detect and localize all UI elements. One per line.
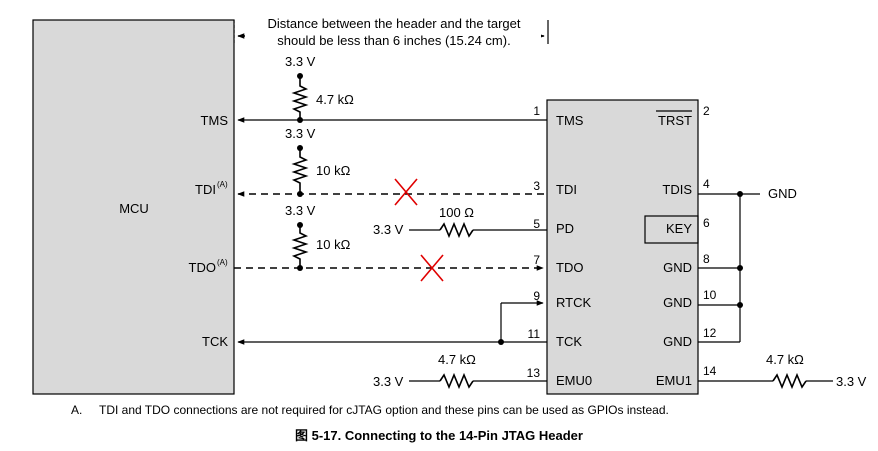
pd-resistor: 3.3 V 100 Ω [373,205,547,239]
header-pin-name-gnd-8: GND [663,260,692,275]
pin-number-11: 11 [528,327,541,341]
emu0-resistor-value: 4.7 kΩ [438,352,476,367]
pd-supply: 3.3 V [373,222,404,237]
figure-caption: 图 5-17. Connecting to the 14-Pin JTAG He… [295,428,583,443]
pin-number-3: 3 [533,179,540,193]
pullup-tms-supply: 3.3 V [285,54,316,69]
pullup-tdi-value: 10 kΩ [316,163,351,178]
mcu-pin-tdi-footnote: (A) [217,180,228,189]
emu1-resistor: 3.3 V 4.7 kΩ [698,352,867,390]
tck-signal-line [237,300,547,345]
mcu-pin-tdo-footnote: (A) [217,258,228,267]
pin-number-1: 1 [533,104,540,118]
header-pin-name-key: KEY [666,221,692,236]
header-pin-numbers: 1 3 5 7 9 11 13 2 4 6 8 10 12 14 [527,104,717,380]
pin-number-7: 7 [533,253,540,267]
pin-number-4: 4 [703,177,710,191]
header-pin-name-rtck: RTCK [556,295,591,310]
tdo-signal-line [234,254,544,282]
pin-number-9: 9 [533,289,540,303]
emu1-supply: 3.3 V [836,374,867,389]
header-pin-name-trst: TRST [658,113,692,128]
pullup-tms-value: 4.7 kΩ [316,92,354,107]
emu0-resistor: 3.3 V 4.7 kΩ [373,352,547,390]
header-pin-name-tms: TMS [556,113,584,128]
pin-number-6: 6 [703,216,710,230]
pin-number-8: 8 [703,252,710,266]
footnote-marker: A. [71,403,82,417]
header-pin-name-tdi: TDI [556,182,577,197]
header-pin-name-tdo: TDO [556,260,583,275]
mcu-pin-tck: TCK [202,334,228,349]
pullup-resistor-tms: 3.3 V 4.7 kΩ [285,54,354,123]
distance-note-line2: should be less than 6 inches (15.24 cm). [277,33,510,48]
gnd-label: GND [768,186,797,201]
pullup-tdo-value: 10 kΩ [316,237,351,252]
header-pin-name-emu1: EMU1 [656,373,692,388]
mcu-pin-tdo: TDO [189,260,216,275]
distance-annotation: Distance between the header and the targ… [233,14,549,51]
mcu-pin-tms: TMS [201,113,229,128]
pullup-resistor-tdi: 3.3 V 10 kΩ [285,126,351,197]
header-pin-name-pd: PD [556,221,574,236]
gnd-bus: GND [698,186,797,343]
header-pin-name-gnd-10: GND [663,295,692,310]
emu1-resistor-value: 4.7 kΩ [766,352,804,367]
pin-number-5: 5 [533,217,540,231]
header-pin-name-tck: TCK [556,334,582,349]
key-pin-outline [644,215,699,244]
pin-number-10: 10 [703,288,717,302]
pin-number-2: 2 [703,104,710,118]
emu0-supply: 3.3 V [373,374,404,389]
header-pin-name-gnd-12: GND [663,334,692,349]
pd-resistor-value: 100 Ω [439,205,474,220]
tdi-signal-line [237,178,544,206]
pullup-tdi-supply: 3.3 V [285,126,316,141]
pin-number-14: 14 [703,364,717,378]
header-pin-name-tdis: TDIS [662,182,692,197]
distance-note-line1: Distance between the header and the targ… [268,16,521,31]
mcu-pin-tdi: TDI [195,182,216,197]
mcu-block: MCU TMS TDI (A) TDO (A) TCK [32,19,235,395]
footnote-text: TDI and TDO connections are not required… [99,403,669,417]
mcu-label: MCU [119,201,149,216]
header-pin-name-emu0: EMU0 [556,373,592,388]
pullup-tdo-supply: 3.3 V [285,203,316,218]
pin-number-12: 12 [703,326,717,340]
pin-number-13: 13 [527,366,541,380]
jtag-header-block: TMS TDI PD TDO RTCK TCK EMU0 TRST TDIS K… [546,99,699,395]
pullup-resistor-tdo: 3.3 V 10 kΩ [285,203,351,271]
